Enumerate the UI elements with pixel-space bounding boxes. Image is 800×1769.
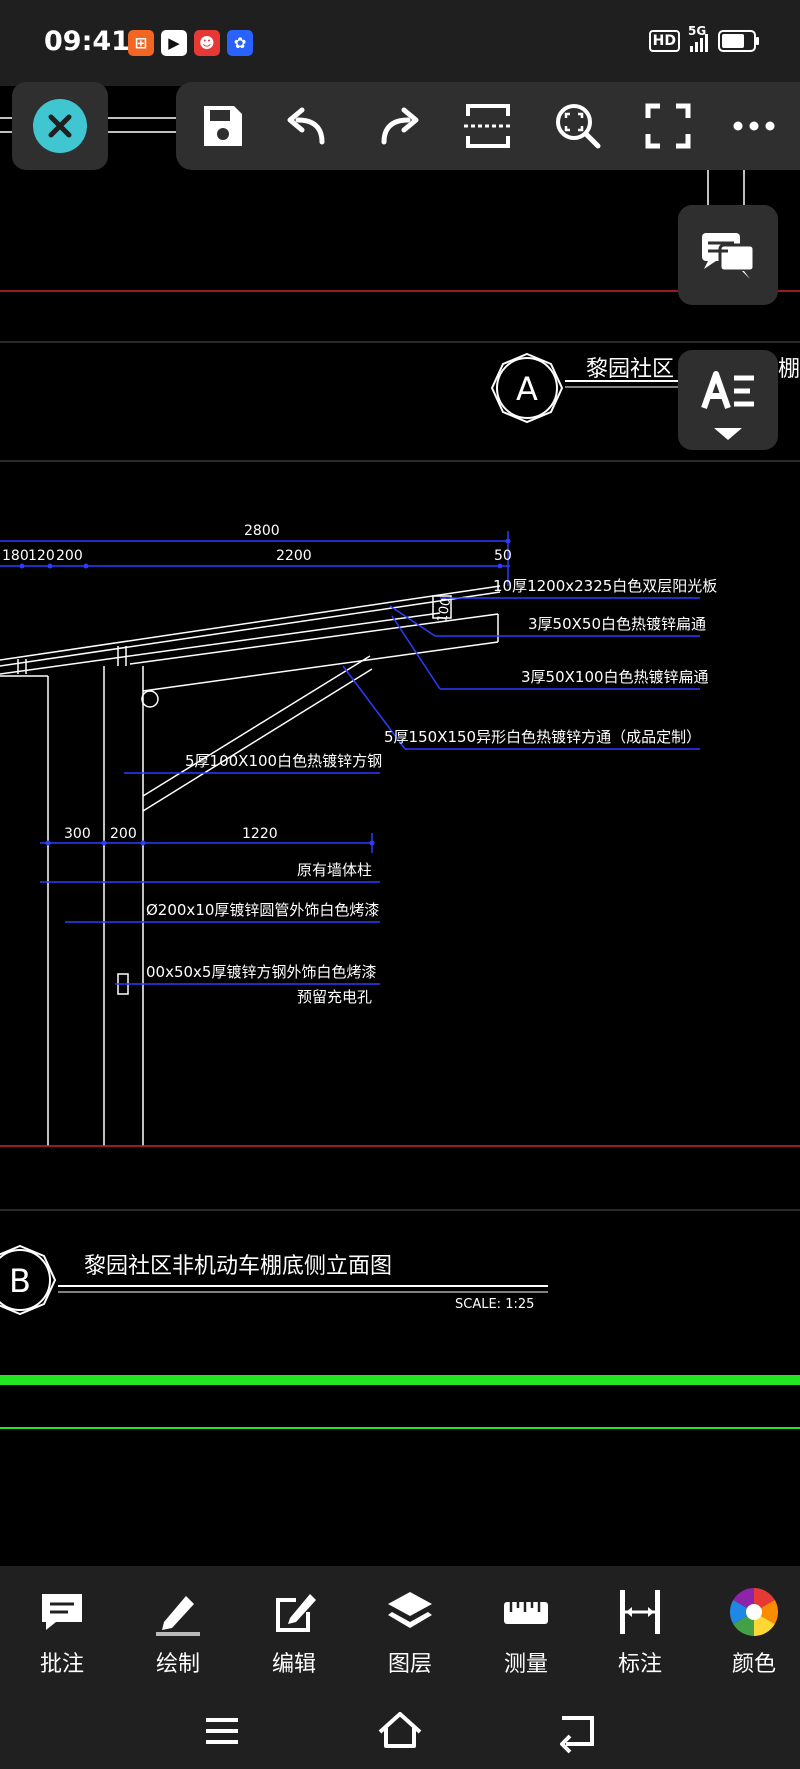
dim-2200: 2200 <box>276 548 312 564</box>
dim-100: 100 <box>435 597 454 624</box>
section-marker-b: B <box>0 1244 57 1316</box>
undo-icon <box>287 107 325 145</box>
marker-a-label: A <box>516 370 538 408</box>
draw-icon <box>156 1596 200 1636</box>
frame-select-button[interactable] <box>460 98 516 154</box>
news-app-icon: ☻ <box>194 30 220 56</box>
measure-icon <box>504 1602 548 1624</box>
section-marker-a: A <box>490 352 564 424</box>
status-bar: 09:41 ⊞ ▶ ☻ ✿ HD 5G <box>0 0 800 86</box>
tool-draw[interactable]: 绘制 <box>128 1578 228 1688</box>
color-wheel-icon <box>730 1588 778 1636</box>
tool-layers[interactable]: 图层 <box>360 1578 460 1688</box>
text-style-button[interactable] <box>678 350 778 450</box>
baidu-app-icon: ✿ <box>227 30 253 56</box>
canopy-structure <box>0 585 501 1146</box>
app-notification-icon: ⊞ <box>128 30 154 56</box>
callout-square-steel: 5厚100X100白色热镀锌方钢 <box>185 752 382 770</box>
signal-icon: 5G <box>688 24 708 52</box>
callout-existing-wall-column: 原有墙体柱 <box>297 861 372 879</box>
marker-b-label: B <box>9 1262 31 1300</box>
top-toolbar <box>176 82 800 170</box>
text-style-icon <box>701 371 754 440</box>
annotation-icon <box>42 1594 82 1630</box>
dim-300: 300 <box>64 826 91 842</box>
dim-200-mid: 200 <box>110 826 137 842</box>
home-icon <box>378 1712 422 1748</box>
dim-1220: 1220 <box>242 826 278 842</box>
callout-charging-hole: 预留充电孔 <box>297 988 372 1006</box>
callout-round-pipe: Ø200x10厚镀锌圆管外饰白色烤漆 <box>146 901 379 919</box>
comment-list-button[interactable] <box>678 205 778 305</box>
redo-icon <box>381 107 419 145</box>
redo-button[interactable] <box>370 98 426 154</box>
callout-square-steel-paint: 00x50x5厚镀锌方钢外饰白色烤漆 <box>146 963 376 981</box>
callout-flat-tube-50x100: 3厚50X100白色热镀锌扁通 <box>521 668 709 686</box>
tool-dimension[interactable]: 标注 <box>590 1578 690 1688</box>
dimension-icon <box>620 1590 660 1634</box>
tool-annotation[interactable]: 批注 <box>12 1578 112 1688</box>
section-a-title-tail: 棚 <box>778 357 800 382</box>
dim-120: 120 <box>28 548 55 564</box>
zoom-extents-button[interactable] <box>550 98 606 154</box>
section-a-title: 黎园社区 <box>586 357 674 382</box>
cad-drawing-canvas[interactable]: A 黎园社区 棚 2800 180 120 200 2200 50 <box>0 86 800 1566</box>
battery-icon <box>718 30 759 52</box>
bottom-toolbar: 批注 绘制 编辑 图层 测量 <box>0 1566 800 1769</box>
undo-button[interactable] <box>280 98 336 154</box>
dim-180: 180 <box>2 548 29 564</box>
scale-label: SCALE: 1:25 <box>455 1297 534 1312</box>
nav-back-button[interactable] <box>548 1706 608 1756</box>
tool-measure[interactable]: 测量 <box>476 1578 576 1688</box>
callout-polycarbonate: 10厚1200x2325白色双层阳光板 <box>493 577 717 595</box>
fullscreen-button[interactable] <box>640 98 696 154</box>
zoom-icon <box>556 104 601 149</box>
status-time: 09:41 <box>44 26 130 57</box>
frame-select-icon <box>464 104 512 148</box>
fullscreen-icon <box>645 103 691 149</box>
nav-home-button[interactable] <box>370 1706 430 1756</box>
tool-edit[interactable]: 编辑 <box>244 1578 344 1688</box>
hd-badge: HD <box>648 30 680 52</box>
save-button[interactable] <box>194 98 250 154</box>
save-icon <box>204 106 242 146</box>
tool-color[interactable]: 颜色 <box>704 1578 800 1688</box>
comment-list-icon <box>702 233 756 279</box>
section-b-title: 黎园社区非机动车棚底侧立面图 <box>84 1254 392 1279</box>
callout-flat-tube-50x50: 3厚50X50白色热镀锌扁通 <box>528 615 706 633</box>
callout-custom-square-tube: 5厚150X150异形白色热镀锌方通（成品定制） <box>384 728 701 746</box>
dim-2800: 2800 <box>244 523 280 539</box>
menu-icon <box>206 1718 238 1744</box>
close-icon <box>48 114 72 138</box>
video-app-icon: ▶ <box>161 30 187 56</box>
edit-icon <box>276 1594 316 1632</box>
layers-icon <box>388 1592 432 1628</box>
dim-200: 200 <box>56 548 83 564</box>
dim-50: 50 <box>494 548 512 564</box>
back-icon <box>560 1716 594 1754</box>
more-button[interactable] <box>726 98 782 154</box>
more-icon <box>733 121 775 131</box>
close-button[interactable] <box>12 82 108 170</box>
nav-menu-button[interactable] <box>192 1706 252 1756</box>
